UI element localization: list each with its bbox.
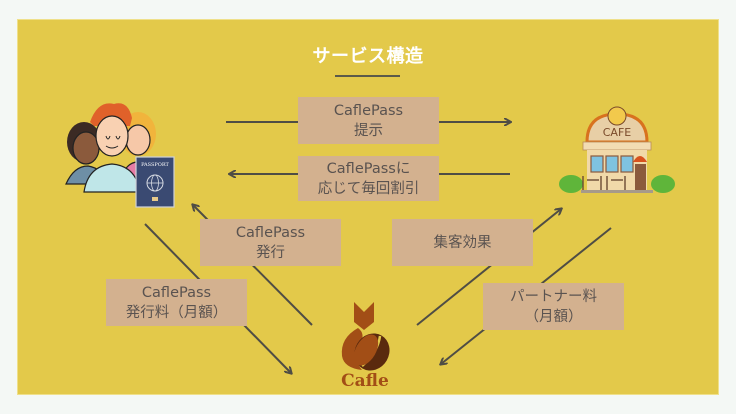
flow-label-line: （月額） xyxy=(524,308,583,325)
flow-label-line: パートナー料 xyxy=(510,288,597,305)
flow-label-issue-fee: CaflePass 発行料（月額） xyxy=(106,279,247,326)
arrow-customer-effect xyxy=(416,209,561,326)
flow-label-pass-issue: CaflePass 発行 xyxy=(200,219,341,266)
passport-text: PASSPORT xyxy=(141,162,169,168)
cafle-brand-text: Cafle xyxy=(341,371,389,391)
flow-label-pass-present: CaflePass 提示 xyxy=(298,97,439,144)
diagram-title: サービス構造 xyxy=(312,46,424,67)
flow-label-line: CaflePass xyxy=(235,224,306,241)
flow-label-partner-fee: パートナー料 （月額） xyxy=(483,283,624,330)
flow-label-customer-effect: 集客効果 xyxy=(392,219,533,266)
flow-label-line: CaflePass xyxy=(141,284,212,301)
title-underline xyxy=(335,75,400,77)
flow-label-line: 発行 xyxy=(256,244,285,261)
cafe-sign-text: CAFE xyxy=(603,126,632,139)
cafe-storefront-icon: CAFE xyxy=(559,106,675,193)
diagram-panel xyxy=(18,20,718,394)
flow-label-line: 発行料（月額） xyxy=(125,304,228,321)
cafle-fox-coffee-logo: Cafle xyxy=(341,302,390,391)
flow-label-line: CaflePass xyxy=(333,102,404,119)
flow-label-line: CaflePassに xyxy=(326,160,411,177)
flow-label-line: 集客効果 xyxy=(433,234,492,251)
flow-label-line: 応じて毎回割引 xyxy=(317,180,420,197)
users-with-passport-icon: PASSPORT xyxy=(65,103,175,208)
flow-label-line: 提示 xyxy=(354,122,383,139)
flow-label-discount: CaflePassに 応じて毎回割引 xyxy=(298,156,439,201)
